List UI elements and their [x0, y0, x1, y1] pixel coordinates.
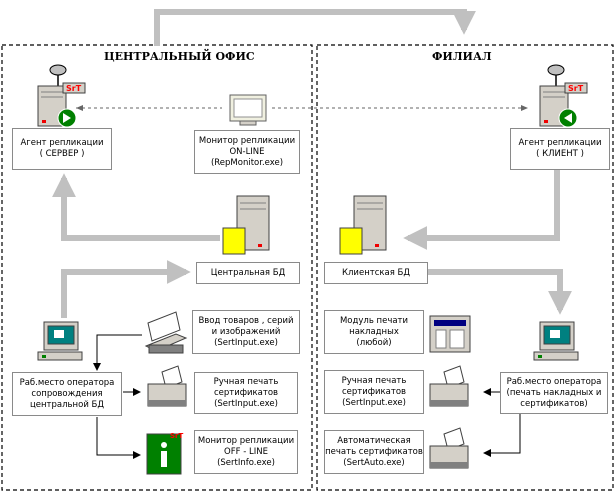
monitor-online-box: Монитор репликации ON-LINE (RepMonitor.e… — [194, 130, 300, 174]
agent-to-client-db-arrow — [403, 154, 560, 250]
scanner-icon — [144, 311, 188, 354]
manual-print-central-line2: сертификатов — [213, 387, 279, 398]
central-db-box: Центральная БД — [196, 262, 300, 284]
manual-print-branch-line1: Ручная печать — [341, 375, 407, 386]
client-db-icon — [339, 195, 387, 255]
invoice-print-module-line2: накладных — [349, 326, 399, 337]
server-agent-icon — [37, 64, 86, 128]
client-db-to-operator-arrow — [428, 269, 572, 315]
agent-server-line1: Агент репликации — [20, 138, 104, 148]
monitor-online-line3: (RepMonitor.exe) — [210, 157, 284, 168]
manual-print-central-line3: (SertInput.exe) — [214, 398, 278, 409]
input-goods-box: Ввод товаров , серий и изображений (Sert… — [192, 310, 300, 354]
input-to-operator-arrow — [93, 334, 142, 371]
manual-print-branch-line3: (SertInput.exe) — [342, 397, 406, 408]
printer-icon-auto — [429, 427, 469, 469]
input-goods-line1: Ввод товаров , серий — [198, 315, 294, 326]
operator-to-offline-monitor-arrow — [96, 417, 141, 459]
operator-branch-line3: сертификатов) — [520, 398, 588, 409]
printer-icon-central — [147, 365, 187, 407]
operator-to-auto-printer-arrow — [483, 400, 521, 457]
printer-icon-branch — [429, 365, 469, 407]
operator-to-central-db-arrow — [61, 260, 191, 318]
monitor-online-icon — [229, 94, 267, 126]
central-db-label: Центральная БД — [210, 267, 286, 278]
manual-print-central-line1: Ручная печать — [213, 376, 279, 387]
central-db-icon — [222, 195, 270, 255]
manual-print-branch-line2: сертификатов — [341, 386, 407, 397]
client-agent-icon — [539, 64, 588, 128]
input-goods-line3: (SertInput.exe) — [214, 337, 278, 348]
operator-branch-box: Раб.место оператора (печать накладных и … — [500, 372, 608, 414]
monitor-offline-line2: OFF - LINE — [224, 446, 268, 457]
monitor-offline-line1: Монитор репликации — [197, 435, 295, 446]
central-db-to-agent-arrow — [52, 173, 220, 241]
monitor-offline-icon — [146, 433, 182, 475]
central-office-title: ЦЕНТРАЛЬНЫЙ ОФИС — [104, 50, 255, 63]
monitor-online-line2: ON-LINE — [229, 146, 265, 157]
operator-central-line3: центральной БД — [29, 399, 105, 410]
central-workstation-icon — [37, 321, 83, 361]
invoice-print-module-line1: Модуль печати — [339, 315, 409, 326]
offline-logo-label: SrT — [170, 432, 183, 440]
monitor-online-line1: Монитор репликации — [198, 135, 296, 146]
operator-central-line2: сопровождения — [31, 388, 103, 399]
invoice-print-module-line3: (любой) — [356, 337, 392, 348]
invoice-module-icon — [429, 315, 471, 353]
agent-server-box: Агент репликации ( СЕРВЕР ) — [12, 128, 112, 170]
client-db-label: Клиентская БД — [341, 267, 411, 278]
manual-print-branch-box: Ручная печать сертификатов (SertInput.ex… — [324, 370, 424, 414]
input-goods-line2: и изображений — [211, 326, 281, 337]
manual-print-central-box: Ручная печать сертификатов (SertInput.ex… — [194, 372, 298, 414]
agent-client-box: Агент репликации ( КЛИЕНТ ) — [510, 128, 610, 170]
auto-print-line1: Автоматическая — [337, 435, 411, 446]
monitor-offline-box: Монитор репликации OFF - LINE (SertInfo.… — [194, 430, 298, 474]
auto-print-line2: печать сертификатов — [325, 446, 423, 457]
top-sync-arrow — [154, 9, 476, 46]
invoice-print-module-box: Модуль печати накладных (любой) — [324, 310, 424, 354]
agent-client-line2: ( КЛИЕНТ ) — [536, 149, 584, 159]
auto-print-line3: (SertAuto.exe) — [343, 457, 405, 468]
monitor-offline-line3: (SertInfo.exe) — [217, 457, 275, 468]
server-logo-label: SrT — [66, 84, 82, 93]
agent-server-line2: ( СЕРВЕР ) — [39, 149, 85, 159]
operator-central-box: Раб.место оператора сопровождения центра… — [12, 372, 122, 416]
operator-branch-line1: Раб.место оператора — [506, 376, 602, 387]
client-logo-label: SrT — [568, 84, 584, 93]
agent-client-line1: Агент репликации — [518, 138, 602, 148]
client-db-box: Клиентская БД — [324, 262, 428, 284]
auto-print-box: Автоматическая печать сертификатов (Sert… — [324, 430, 424, 474]
operator-central-line1: Раб.место оператора — [19, 377, 115, 388]
branch-title: ФИЛИАЛ — [432, 50, 492, 63]
operator-branch-line2: (печать накладных и — [506, 387, 602, 398]
branch-frame — [316, 44, 614, 491]
branch-workstation-icon — [533, 321, 579, 361]
